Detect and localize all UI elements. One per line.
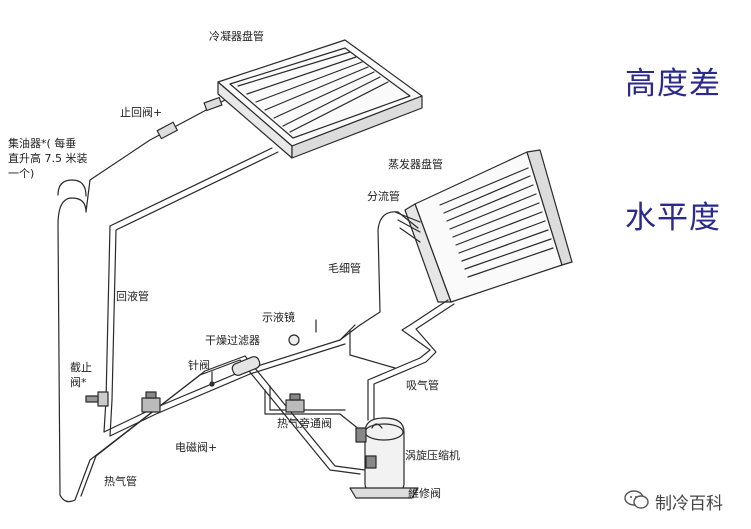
wechat-icon: [624, 490, 649, 509]
hot-gas-line: [57, 99, 366, 503]
evaporator-coil: [404, 149, 573, 303]
service-valve: [355, 427, 377, 469]
sight-glass: [288, 319, 317, 346]
label-needle-valve: 针阀: [188, 359, 210, 372]
label-oil-collector-line3: 一个): [8, 167, 35, 180]
label-oil-collector-line2: 直升高 7.5 米装: [8, 152, 88, 165]
watermark-text: 制冷百科: [655, 494, 723, 514]
label-check-valve: 止回阀+: [120, 106, 163, 119]
heading-height-difference: 高度差: [625, 66, 721, 102]
label-solenoid-valve: 电磁阀+: [175, 441, 218, 454]
label-stop-valve-line2: 阀*: [70, 376, 87, 389]
liquid-return-line: [103, 147, 356, 437]
label-evaporator: 蒸发器盘管: [388, 158, 443, 171]
label-liquid-return: 回液管: [116, 290, 149, 303]
label-hot-gas: 热气管: [104, 475, 137, 488]
label-condenser: 冷凝器盘管: [209, 30, 264, 43]
label-suction-pipe: 吸气管: [406, 379, 439, 392]
capillary-line: [339, 211, 421, 341]
solenoid-valve: [141, 391, 161, 413]
needle-valve: [209, 371, 215, 387]
oil-collector: [57, 179, 87, 197]
stop-valve: [85, 391, 109, 407]
label-sight-glass: 示液镜: [262, 311, 295, 324]
label-hot-gas-bypass-valve: 热气旁通阀: [277, 417, 332, 430]
label-distributor: 分流管: [367, 190, 400, 203]
check-valve: [156, 96, 223, 140]
label-capillary: 毛细管: [328, 262, 361, 275]
label-scroll-compressor: 涡旋压缩机: [405, 449, 460, 462]
label-stop-valve-line1: 截止: [70, 361, 92, 374]
condenser-coil: [217, 39, 423, 159]
suction-line: [367, 299, 455, 421]
label-drier-filter: 干燥过滤器: [205, 334, 260, 347]
drier-filter: [231, 356, 261, 376]
label-service-valve: 維修阀: [408, 487, 441, 500]
hot-gas-bypass-valve: [285, 393, 305, 413]
heading-levelness: 水平度: [625, 200, 721, 236]
label-oil-collector-line1: 集油器*( 每垂: [8, 137, 77, 150]
hot-gas-bypass-line: [264, 329, 396, 431]
